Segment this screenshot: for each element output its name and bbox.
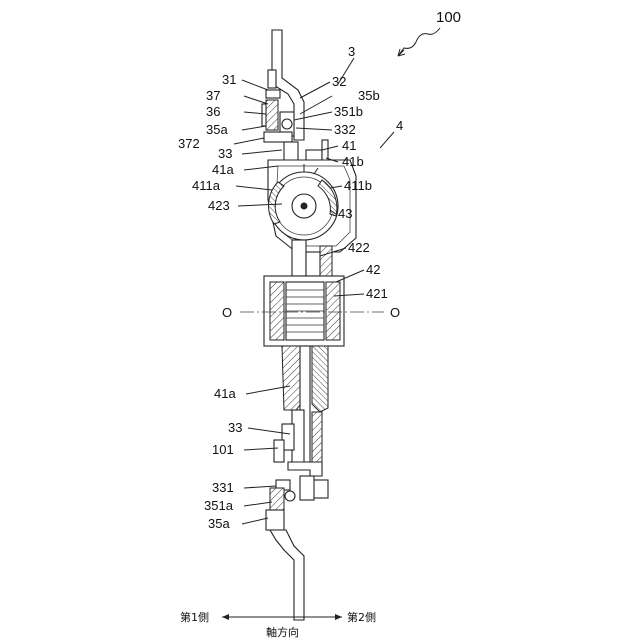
label-3: 3 (348, 44, 355, 59)
label-423: 423 (208, 198, 230, 213)
label-35b: 35b (358, 88, 380, 103)
label-37: 37 (206, 88, 220, 103)
label-41a-top: 41a (212, 162, 234, 177)
label-41b: 41b (342, 154, 364, 169)
arrowhead-left (222, 614, 229, 620)
hub-assembly (264, 240, 344, 346)
figure-number-leader (398, 28, 440, 56)
label-41: 41 (342, 138, 356, 153)
label-32: 32 (332, 74, 346, 89)
label-421: 421 (366, 286, 388, 301)
label-35a-bottom: 35a (208, 516, 230, 531)
second-side-label: 第2側 (347, 610, 376, 624)
label-351a: 351a (204, 498, 234, 513)
label-33-top: 33 (218, 146, 232, 161)
label-41a-bottom: 41a (214, 386, 236, 401)
label-411a: 411a (192, 178, 221, 193)
label-331: 331 (212, 480, 234, 495)
first-side-label: 第1側 (180, 610, 209, 624)
label-43: 43 (338, 206, 352, 221)
label-351b: 351b (334, 104, 363, 119)
arrowhead-right (335, 614, 342, 620)
axial-direction-label: 軸方向 (266, 625, 299, 639)
label-411b: 411b (344, 178, 372, 193)
figure-number-arrowhead (398, 49, 405, 56)
label-33-bottom: 33 (228, 420, 242, 435)
axial-direction-indicator: 第1側 第2側 軸方向 (180, 610, 376, 639)
outer-plate-bottom (266, 480, 304, 620)
label-O-right: O (390, 305, 400, 320)
label-35a-top: 35a (206, 122, 228, 137)
figure-number-label: 100 (436, 9, 461, 26)
label-101: 101 (212, 442, 234, 457)
label-31: 31 (222, 72, 236, 87)
label-332: 332 (334, 122, 356, 137)
label-36: 36 (206, 104, 220, 119)
outer-plate-top (262, 30, 304, 142)
label-O-left: O (222, 305, 232, 320)
label-4: 4 (396, 118, 403, 133)
label-372: 372 (178, 136, 200, 151)
label-422: 422 (348, 240, 370, 255)
lower-plate-body (274, 346, 328, 500)
label-42: 42 (366, 262, 380, 277)
